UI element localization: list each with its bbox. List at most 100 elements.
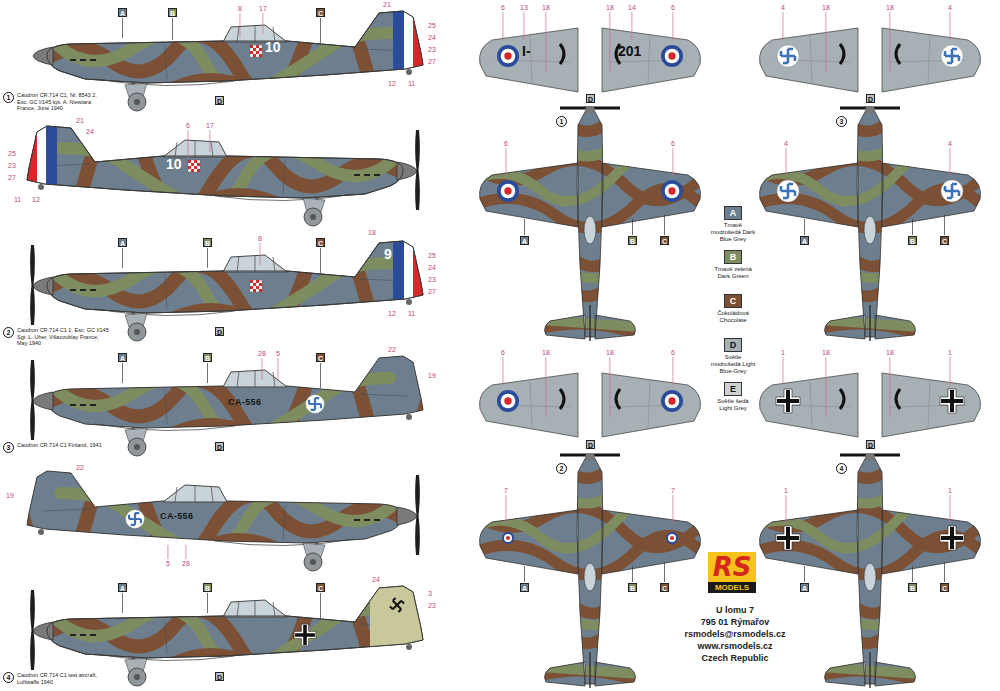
profile-number: 1 <box>556 116 567 127</box>
leader-line <box>785 495 786 523</box>
address-line: U lomu 7 <box>675 606 795 615</box>
polish-checker <box>188 160 200 172</box>
callout-number: 24 <box>86 128 94 135</box>
callout-number: 22 <box>76 464 84 471</box>
leader-line <box>524 566 525 582</box>
underside-view <box>480 373 701 437</box>
callout-number: 4 <box>948 4 952 11</box>
leader-line <box>320 363 321 388</box>
underside-view <box>760 373 981 437</box>
callout-number: 1 <box>781 349 785 356</box>
legend-text: Čokoládová Chocolate <box>710 310 756 324</box>
color-callout: B <box>628 236 637 245</box>
callout-number: 18 <box>606 349 614 356</box>
callout-number: 18 <box>886 4 894 11</box>
callout-number: 18 <box>606 4 614 11</box>
leader-line <box>122 18 123 38</box>
color-callout: A <box>520 236 529 245</box>
leader-line <box>524 219 525 235</box>
color-callout: B <box>908 236 917 245</box>
finnish-insignia <box>126 510 145 529</box>
callout-number: 14 <box>628 4 636 11</box>
profile-1-right <box>15 118 420 229</box>
color-callout: C <box>660 236 669 245</box>
roundel <box>502 532 514 544</box>
callout-number: 6 <box>501 349 505 356</box>
leader-line <box>785 148 786 176</box>
german-cross <box>776 526 800 550</box>
color-callout: D <box>586 440 595 449</box>
color-callout: D <box>215 672 224 681</box>
callout-number: 18 <box>886 349 894 356</box>
aircraft-art <box>33 233 435 344</box>
callout-number: 12 <box>388 80 396 87</box>
swatch-letter: E <box>724 382 742 396</box>
leader-line <box>804 219 805 235</box>
callout-number: 4 <box>784 140 788 147</box>
callout-number: 6 <box>671 349 675 356</box>
color-callout: A <box>118 353 127 362</box>
legend-text: Světle šedá Light Grey <box>710 398 756 412</box>
profile-number: 3 <box>836 116 847 127</box>
leader-line <box>505 148 506 176</box>
color-callout: A <box>800 236 809 245</box>
leader-line <box>672 357 673 385</box>
callout-number: 18 <box>542 4 550 11</box>
aircraft-art <box>33 348 435 459</box>
leader-line <box>239 13 240 37</box>
leader-line <box>672 495 673 523</box>
address-line: 795 01 Rýmařov <box>675 618 795 627</box>
profile-3-right <box>15 463 420 574</box>
leader-line <box>825 357 826 417</box>
leader-line <box>631 12 632 40</box>
leader-line <box>545 12 546 72</box>
callout-number: 1 <box>948 487 952 494</box>
aircraft-marking: CA-556 <box>228 398 261 407</box>
callout-number: 6 <box>186 122 190 129</box>
top-view <box>465 106 715 341</box>
callout-number: 5 <box>166 560 170 567</box>
leader-line <box>207 363 208 383</box>
leader-line <box>277 358 278 380</box>
logo-text: MODELS <box>708 582 756 593</box>
color-callout: C <box>316 238 325 247</box>
roundel <box>497 390 519 412</box>
swatch-letter: C <box>724 294 742 308</box>
leader-line <box>207 593 208 613</box>
aircraft-art <box>415 130 420 210</box>
profile-caption: Caudron CR.714 C1 Finland, 1941 <box>17 442 109 449</box>
leader-line <box>209 130 210 152</box>
german-cross <box>940 389 964 413</box>
callout-number: 23 <box>8 162 16 169</box>
color-callout: D <box>866 94 875 103</box>
aircraft-marking: 201 <box>618 44 641 58</box>
callout-number: 27 <box>8 174 16 181</box>
callout-number: 4 <box>948 140 952 147</box>
leader-line <box>949 495 950 523</box>
roundel <box>661 180 683 202</box>
leader-line <box>259 243 260 265</box>
top-view <box>745 106 995 341</box>
address-line: Czech Republic <box>675 654 795 663</box>
color-callout: A <box>118 583 127 592</box>
profile-caption: Caudron CR.714 C1, Nr. 8543 2. Esc. GC I… <box>17 92 109 112</box>
callout-number: 5 <box>276 350 280 357</box>
top-view <box>745 453 995 688</box>
callout-number: 11 <box>14 196 21 203</box>
color-callout: B <box>203 353 212 362</box>
callout-number: 25 <box>428 252 436 259</box>
leader-line <box>502 357 503 385</box>
leader-line <box>261 358 262 380</box>
roundel <box>497 180 519 202</box>
callout-number: 28 <box>182 560 190 567</box>
swatch-letter: B <box>724 250 742 264</box>
leader-line <box>185 545 186 559</box>
finnish-insignia <box>306 395 325 414</box>
leader-line <box>502 12 503 40</box>
color-callout: D <box>215 96 224 105</box>
leader-line <box>949 12 950 40</box>
top-view <box>465 453 715 688</box>
logo-text: RS <box>708 552 756 582</box>
